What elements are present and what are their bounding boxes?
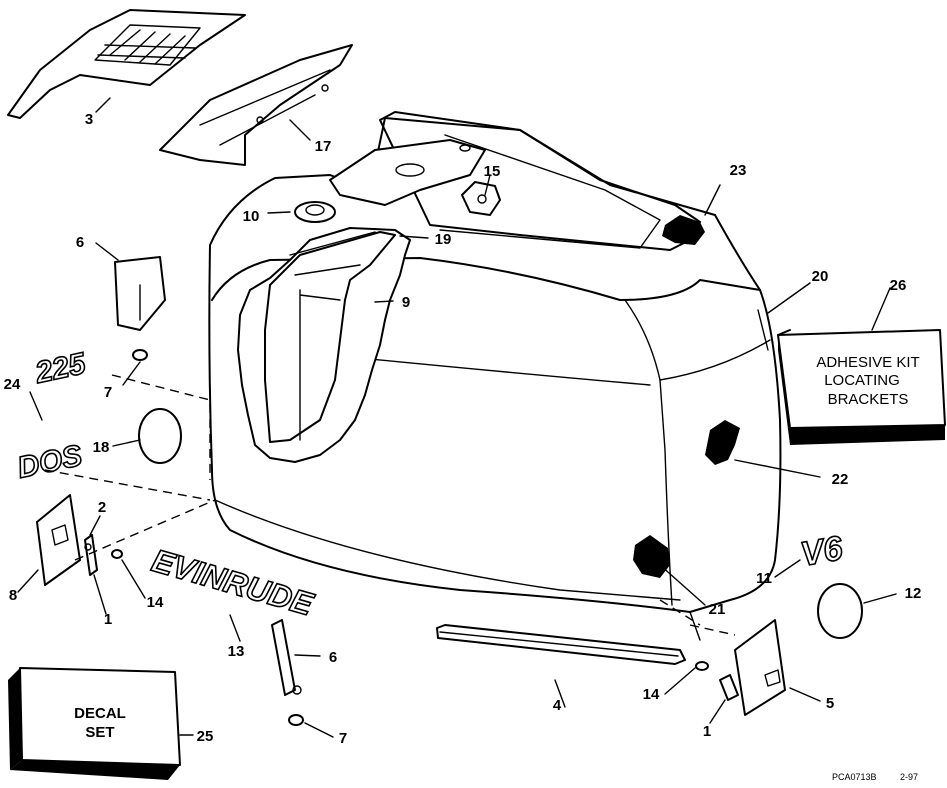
side-bracket-part-right [695,619,786,716]
callout-8: 8 [9,587,17,604]
assembly-lines [44,374,736,636]
callout-6-upper: 6 [76,234,84,251]
decal-set-box: DECAL SET [8,667,181,780]
callout-18: 18 [93,439,110,456]
callout-11: 11 [756,570,772,587]
emblem-v6: V6 [797,528,847,574]
trim-strip-part [436,624,686,665]
adhesive-kit-box: ADHESIVE KIT LOCATING BRACKETS [777,329,946,445]
bracket-part-lower [271,619,302,696]
grommet-part-upper [132,349,148,361]
callout-15: 15 [484,163,501,180]
figure-code: PCA0713B [832,772,877,782]
callout-7-upper: 7 [104,384,112,401]
oval-part [817,583,863,639]
decal-box-line2: SET [85,724,114,741]
callout-12: 12 [905,585,922,602]
grommet-part-lower [288,714,304,726]
callout-1-left: 1 [104,611,112,628]
callout-5: 5 [826,695,834,712]
leader-lines [17,97,897,738]
callout-20: 20 [812,268,829,285]
callout-13: 13 [228,643,245,660]
callout-19: 19 [435,231,452,248]
adhesive-box-line3: BRACKETS [828,391,909,408]
callout-21: 21 [709,601,726,618]
lower-grille-part [159,44,353,166]
callout-labels: 3 17 15 23 10 19 6 9 20 26 7 24 18 22 2 … [4,111,922,747]
emblem-dos: DOS [14,438,86,485]
callout-1-right: 1 [703,723,711,740]
callout-10: 10 [243,208,260,225]
emblem-dos-text: DOS [15,439,85,485]
callout-3: 3 [85,111,93,128]
side-bracket-part-left [36,494,123,586]
callout-6-lower: 6 [329,649,337,666]
callout-22: 22 [832,471,849,488]
decal-box-line1: DECAL [74,705,126,722]
callout-4: 4 [553,697,562,714]
callout-25: 25 [197,728,214,745]
callout-23: 23 [730,162,747,179]
bracket-part-upper [114,256,166,331]
callout-2: 2 [98,499,106,516]
grille-cover-part [7,9,246,119]
callout-14-right: 14 [643,686,660,703]
emblem-225-text: 225 [32,347,90,390]
callout-14-left: 14 [147,594,164,611]
ring-part [138,408,182,464]
callout-7-lower: 7 [339,730,347,747]
callout-17: 17 [315,138,332,155]
emblem-v6-text: V6 [798,529,847,574]
callout-9: 9 [402,294,410,311]
adhesive-box-line1: ADHESIVE KIT [816,354,919,371]
callout-24: 24 [4,376,21,393]
adhesive-box-line2: LOCATING [824,372,900,389]
emblem-225: 225 [31,346,91,391]
callout-26: 26 [890,277,907,294]
engine-cover [208,111,782,641]
figure-date: 2-97 [900,772,918,782]
